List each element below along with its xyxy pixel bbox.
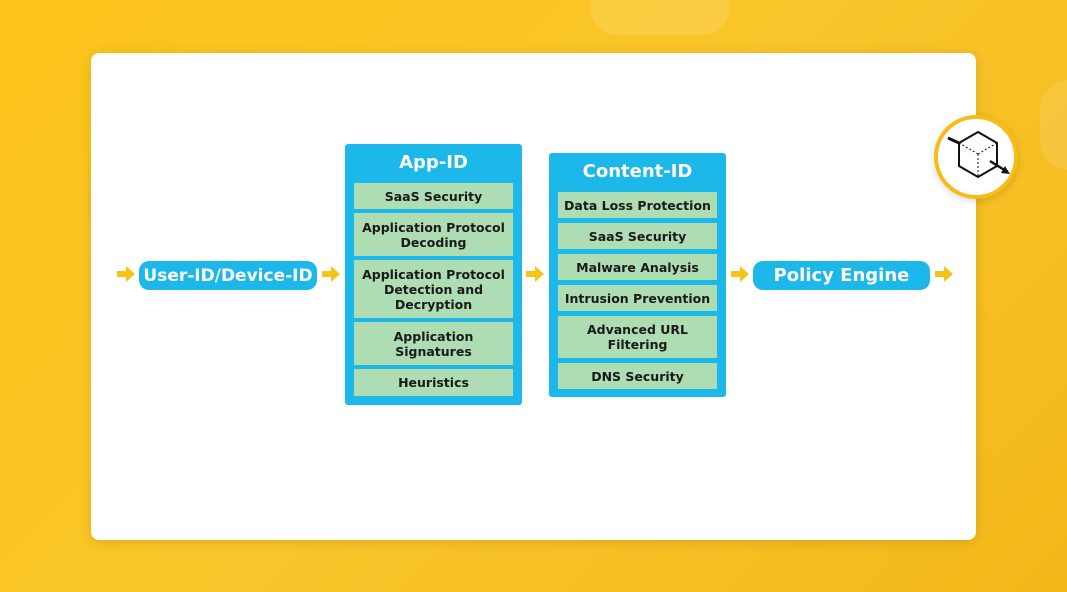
content-id-item: DNS Security bbox=[558, 363, 717, 389]
cube-arrow-icon bbox=[947, 130, 1010, 179]
user-id-device-id-node: User-ID/Device-ID bbox=[139, 261, 317, 290]
app-id-block: App-ID SaaS Security Application Protoco… bbox=[345, 144, 522, 405]
background-decoration bbox=[590, 0, 730, 35]
content-id-item: Malware Analysis bbox=[558, 254, 717, 280]
arrow-right-icon bbox=[935, 266, 953, 282]
content-id-item: SaaS Security bbox=[558, 223, 717, 249]
app-id-item: Application Protocol Decoding bbox=[354, 213, 513, 256]
app-id-item: Heuristics bbox=[354, 369, 513, 396]
arrow-right-icon bbox=[117, 266, 135, 282]
content-id-title: Content-ID bbox=[582, 161, 693, 182]
diagram-card bbox=[91, 53, 976, 540]
app-id-item: Application Protocol Detection and Decry… bbox=[354, 260, 513, 318]
arrow-right-icon bbox=[731, 266, 749, 282]
content-id-block: Content-ID Data Loss Protection SaaS Sec… bbox=[549, 153, 726, 397]
arrow-right-icon bbox=[322, 266, 340, 282]
cube-badge bbox=[934, 115, 1018, 199]
content-id-item: Data Loss Protection bbox=[558, 192, 717, 218]
policy-engine-node: Policy Engine bbox=[753, 261, 930, 290]
content-id-item: Intrusion Prevention bbox=[558, 285, 717, 311]
content-id-item: Advanced URL Filtering bbox=[558, 316, 717, 358]
app-id-title: App-ID bbox=[399, 152, 468, 173]
arrow-right-icon bbox=[526, 266, 544, 282]
app-id-item: Application Signatures bbox=[354, 322, 513, 365]
background-decoration bbox=[1040, 80, 1067, 170]
app-id-item: SaaS Security bbox=[354, 183, 513, 209]
